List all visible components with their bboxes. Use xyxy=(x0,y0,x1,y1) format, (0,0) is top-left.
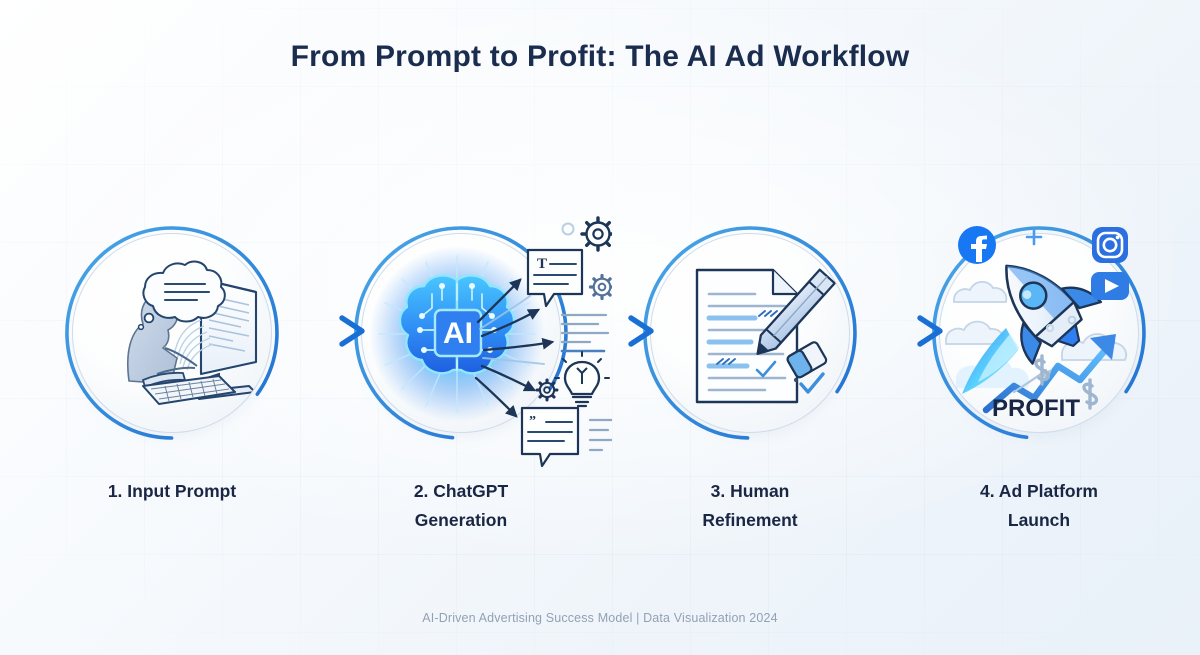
disc-surface xyxy=(650,233,850,433)
step-ring xyxy=(350,222,572,444)
step-2-disc: AI xyxy=(350,222,572,444)
flow-step-1[interactable]: 1. Input Prompt xyxy=(61,222,283,501)
step-ring xyxy=(639,222,861,444)
disc-surface: PROFIT xyxy=(939,233,1139,433)
page-title: From Prompt to Profit: The AI Ad Workflo… xyxy=(290,40,910,73)
arrow-step3-to-step4 xyxy=(850,305,950,357)
footer-caption: AI-Driven Advertising Success Model | Da… xyxy=(422,611,778,625)
arrow-step2-to-step3 xyxy=(561,305,661,357)
disc-surface xyxy=(72,233,272,433)
step-ring xyxy=(928,222,1150,444)
flow-step-4[interactable]: PROFIT xyxy=(928,222,1150,530)
step-3-disc xyxy=(639,222,861,444)
step-1-label: 1. Input Prompt xyxy=(107,481,237,501)
step-ring xyxy=(61,222,283,444)
svg-text:AI: AI xyxy=(443,317,473,350)
person-typing-at-computer-icon xyxy=(73,234,271,432)
step-4-disc: PROFIT xyxy=(928,222,1150,444)
rocket-launch-icon: PROFIT xyxy=(940,234,1138,432)
document-with-pencil-icon xyxy=(651,234,849,432)
svg-text:PROFIT: PROFIT xyxy=(992,395,1080,422)
step-1-disc xyxy=(61,222,283,444)
arrow-step1-to-step2 xyxy=(272,305,372,357)
disc-surface: AI xyxy=(361,233,561,433)
flow-step-2[interactable]: AI xyxy=(350,216,612,530)
